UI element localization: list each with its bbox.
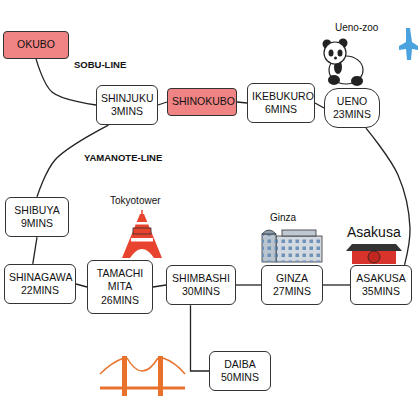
rail-line [366,128,410,265]
station-name: SHIMBASHI [171,272,231,285]
travel-time: 9MINS [10,217,64,230]
station-box: OKUBO [3,31,69,58]
rail-line [76,284,87,287]
station-name: SHINJUKU [101,92,153,105]
rail-line [323,284,350,285]
travel-time: 3MINS [101,105,153,118]
station-name: IKEBUKURO [252,90,310,103]
landmark-label: Tokyotower [110,195,161,207]
bridge-illustration [100,356,185,396]
landmark-label: Ueno-zoo [335,22,378,34]
rail-line [236,284,261,285]
station-box: IKEBUKURO6MINS [247,83,315,123]
tokyo-tower-illustration [122,210,162,258]
travel-time: 22MINS [9,284,71,297]
station-name: SHINOKUBO [172,95,232,108]
station-name: SHINAGAWA [9,271,71,284]
station-box: SHIMBASHI30MINS [166,265,236,305]
travel-time: 35MINS [355,285,407,298]
line-name: YAMANOTE-LINE [84,153,162,164]
station-name: GINZA [266,272,318,285]
travel-time: 50MINS [214,371,266,384]
station-name: SHIBUYA [10,204,64,217]
station-box: SHIBUYA9MINS [5,197,69,237]
station-box: SHINOKUBO [167,88,237,115]
station-box: TAMACHI MITA26MINS [87,260,153,313]
landmark-label: Ginza [270,212,296,224]
station-box: GINZA27MINS [261,265,323,305]
station-box: SHINJUKU3MINS [96,85,158,125]
station-name: DAIBA [214,358,266,371]
rail-line [237,102,247,103]
travel-time: 23MINS [329,108,375,121]
station-name: UENO [329,95,375,108]
rail-line [33,237,37,264]
station-box: ASAKUSA35MINS [350,265,412,305]
line-name: SOBU-LINE [74,60,126,71]
panda-illustration [323,39,364,87]
rail-line [191,305,210,371]
travel-time: 27MINS [266,285,318,298]
travel-time: 6MINS [252,103,310,116]
plane-icon [399,28,418,60]
rail-line [153,285,166,287]
station-box: DAIBA50MINS [209,351,271,391]
asakusa-gate-illustration [346,244,402,264]
travel-time: 26MINS [92,294,148,307]
landmark-label: Asakusa [347,224,401,240]
rail-line [315,103,324,108]
station-name: ASAKUSA [355,272,407,285]
travel-time: 30MINS [171,285,231,298]
station-name: TAMACHI MITA [92,267,148,293]
station-box: UENO23MINS [324,88,380,128]
rail-line [158,102,167,105]
station-box: SHINAGAWA22MINS [4,264,76,304]
ginza-building-illustration [262,230,322,262]
station-name: OKUBO [8,38,64,51]
